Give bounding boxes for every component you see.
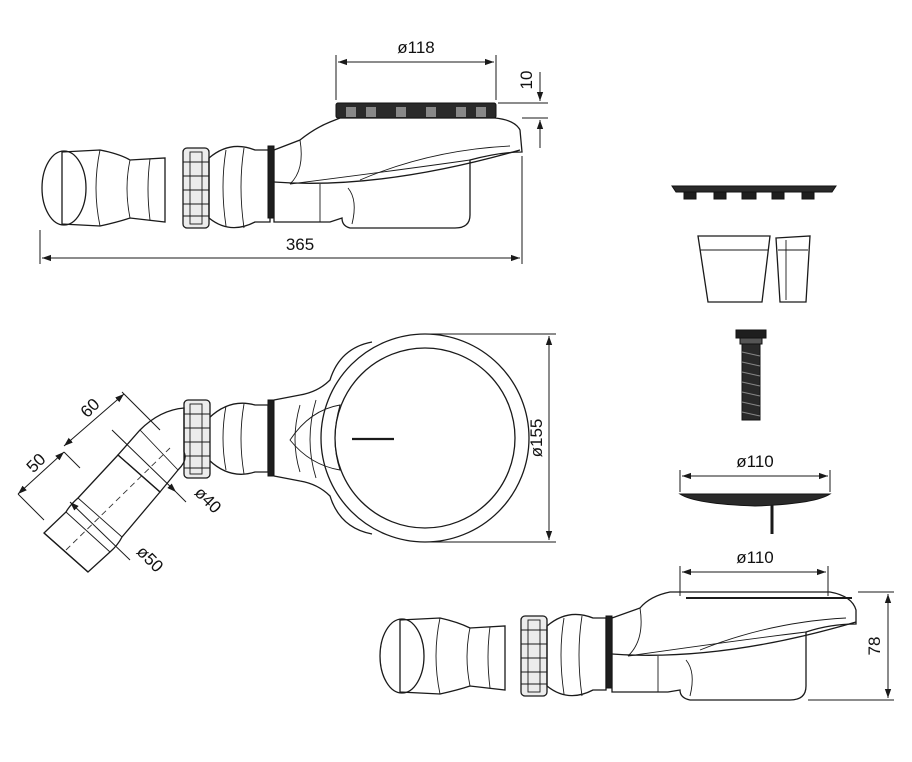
drain-bowl (267, 333, 530, 543)
outlet-pipe (41, 149, 166, 227)
dimension-outer-diameter: ø50 (69, 501, 167, 576)
bottom-connector (546, 613, 613, 697)
filter-cups (697, 235, 811, 303)
grate-part (671, 185, 837, 200)
label-installed-cover-diameter: ø110 (736, 548, 774, 567)
plan-view: 60 50 ø40 ø50 ø155 (17, 333, 556, 576)
dimension-top-height: 10 (498, 71, 548, 148)
cover-plate: ø110 (678, 452, 832, 534)
label-total-height: 78 (865, 637, 884, 656)
dimension-top-diameter: ø118 (335, 38, 497, 100)
pipe-connector (208, 145, 275, 229)
bottom-outlet-pipe (379, 617, 506, 695)
dimension-total-height: 78 (808, 591, 894, 701)
drain-body (273, 117, 523, 229)
dimension-total-length: 365 (39, 156, 523, 264)
label-body-diameter: ø155 (527, 419, 546, 458)
bottom-drain-body (611, 591, 857, 701)
side-view-top: ø118 10 365 (39, 38, 548, 264)
label-top-height: 10 (517, 71, 536, 90)
dimension-adapter-length: 50 (17, 450, 81, 521)
dimension-installed-cover: ø110 (679, 548, 829, 596)
plan-connector (208, 402, 269, 475)
plan-nut (183, 399, 211, 479)
label-outer-diameter: ø50 (133, 542, 167, 576)
label-top-diameter: ø118 (397, 38, 435, 57)
top-grate (335, 102, 497, 119)
dimension-branch-length: 60 (63, 391, 161, 447)
side-view-bottom: ø110 78 (379, 548, 894, 701)
label-cover-diameter: ø110 (736, 452, 774, 471)
label-adapter-length: 50 (23, 450, 50, 477)
bottom-threaded-nut (520, 615, 548, 697)
screw-part (735, 329, 767, 421)
label-inner-diameter: ø40 (191, 483, 225, 517)
dimension-body-diameter: ø155 (430, 333, 556, 543)
threaded-nut (182, 147, 210, 229)
label-branch-length: 60 (77, 395, 104, 422)
exploded-parts: ø110 (671, 185, 837, 534)
label-total-length: 365 (286, 235, 314, 254)
